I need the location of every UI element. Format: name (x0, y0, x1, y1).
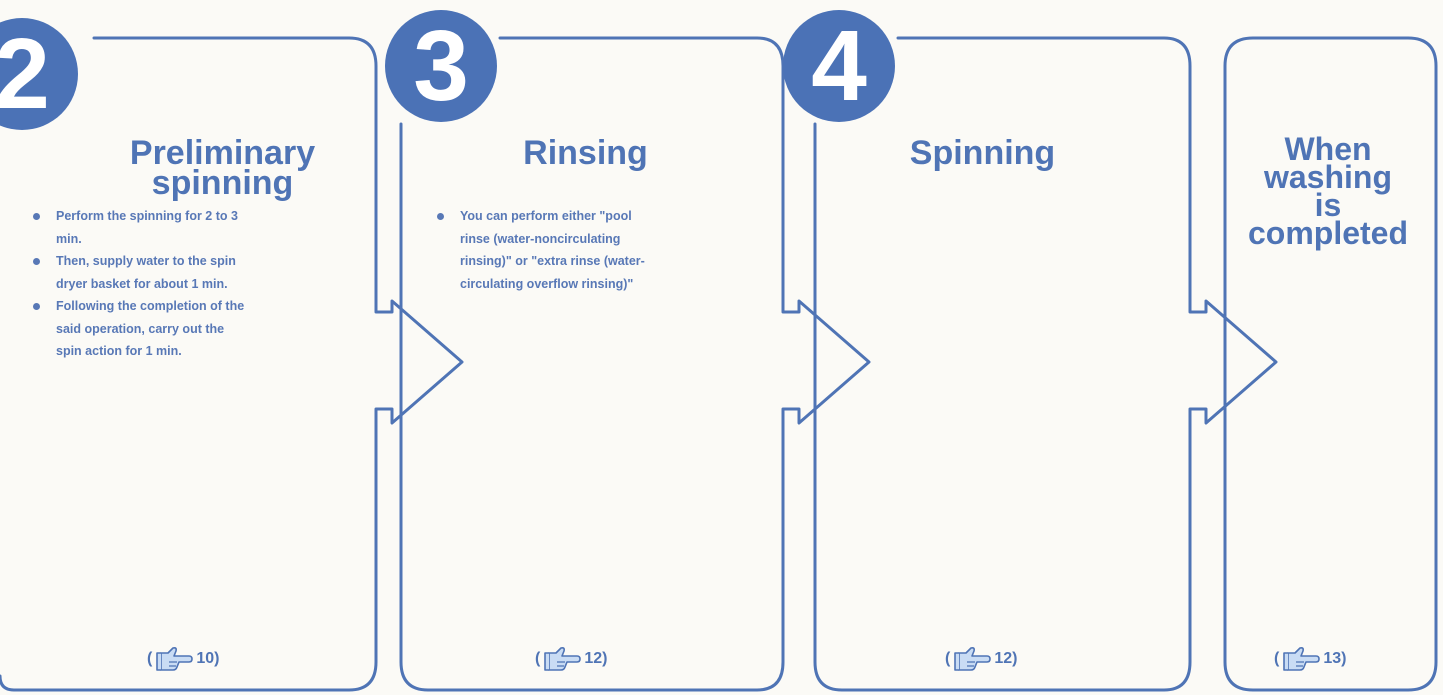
pointing-hand-icon (1282, 645, 1321, 673)
pointing-hand-icon (953, 645, 992, 673)
panel-outline-step-3 (399, 36, 871, 692)
rinsing-bullets: You can perform either "pool rinse (wate… (431, 205, 741, 295)
pointing-hand-icon (155, 645, 194, 673)
page-ref-number: 13) (1323, 650, 1347, 667)
page-reference-rinsing: ( 12) (535, 644, 607, 674)
list-item: Then, supply water to the spin dryer bas… (27, 250, 357, 295)
panel-outline-step-4 (813, 36, 1278, 692)
bullet-dot-icon (33, 303, 40, 310)
step-number-badge: 4 (783, 10, 895, 122)
panel-outline-completed (1223, 36, 1438, 692)
panel-outline-step-2 (0, 36, 464, 692)
step-title-when-washing-completed: When washing is completed (1228, 131, 1428, 251)
bullet-dot-icon (33, 258, 40, 265)
page-reference-preliminary-spinning: ( 10) (147, 644, 219, 674)
title-line: washing (1263, 159, 1392, 195)
page-ref-open-paren: ( (535, 650, 541, 667)
title-line: completed (1247, 215, 1409, 251)
list-item: Following the completion of the said ope… (27, 295, 357, 363)
title-line: When (1284, 131, 1372, 167)
page-ref-number: 12) (994, 650, 1018, 667)
step-number-badge: 3 (385, 10, 497, 122)
list-item: Perform the spinning for 2 to 3 min. (27, 205, 357, 250)
page-reference-when-washing-completed: ( 13) (1274, 644, 1346, 674)
step-title-preliminary-spinning: Preliminary spinning (129, 134, 316, 202)
page-ref-number: 10) (196, 650, 220, 667)
list-item-text: Following the completion of the said ope… (56, 299, 245, 358)
page-ref-open-paren: ( (945, 650, 951, 667)
preliminary-spinning-bullets: Perform the spinning for 2 to 3 min. The… (27, 205, 357, 363)
list-item-text: Then, supply water to the spin dryer bas… (56, 254, 236, 291)
pointing-hand-icon (543, 645, 582, 673)
list-item: You can perform either "pool rinse (wate… (431, 205, 741, 295)
page-reference-spinning: ( 12) (945, 644, 1017, 674)
list-item-text: You can perform either "pool rinse (wate… (460, 209, 645, 291)
page-ref-open-paren: ( (1274, 650, 1280, 667)
step-title-rinsing: Rinsing (523, 134, 648, 172)
bullet-dot-icon (437, 213, 444, 220)
bullet-dot-icon (33, 213, 40, 220)
list-item-text: Perform the spinning for 2 to 3 min. (56, 209, 238, 246)
page-ref-open-paren: ( (147, 650, 153, 667)
page-ref-number: 12) (584, 650, 608, 667)
step-title-spinning: Spinning (909, 134, 1056, 172)
title-line: is (1314, 187, 1342, 223)
